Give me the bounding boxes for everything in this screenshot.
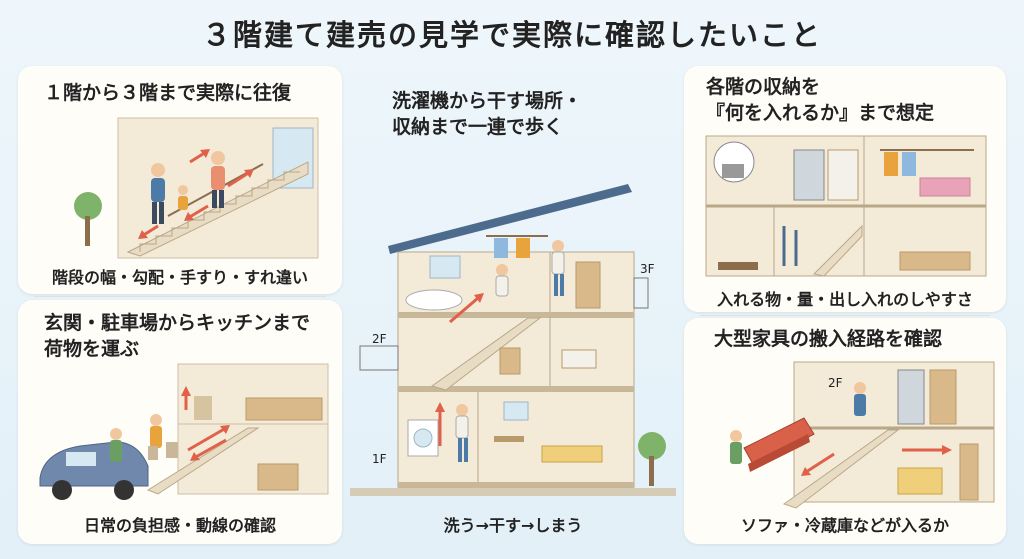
furniture-illustration (730, 361, 995, 509)
stairs-heading: １階から３階まで実際に往復 (44, 82, 292, 104)
carry-heading-line2: 荷物を運ぶ (44, 338, 140, 360)
panel-stairs-round-trip: １階から３階まで実際に往復 階段の幅・勾配・手すり・すれ違い (18, 66, 342, 294)
panel-carry-luggage: 玄関・駐車場からキッチンまで 荷物を運ぶ 日常の負担感・動線の確認 (18, 296, 342, 544)
laundry-heading-line1: 洗濯機から干す場所・ (392, 90, 583, 112)
left-divider (34, 296, 326, 297)
storage-heading-line1: 各階の収納を (706, 76, 821, 98)
storage-heading-line2: 『何を入れるか』まで想定 (706, 102, 935, 124)
floor-label-3f: 3F (640, 262, 655, 276)
carry-caption: 日常の負担感・動線の確認 (83, 516, 276, 535)
house-cross-section (350, 184, 676, 496)
floor-label-1f: 1F (372, 452, 387, 466)
furniture-heading: 大型家具の搬入経路を確認 (714, 328, 943, 350)
storage-caption: 入れる物・量・出し入れのしやすさ (717, 290, 973, 309)
floor-label-2f: 2F (372, 332, 387, 346)
laundry-heading-line2: 収納まで一連で歩く (392, 116, 564, 138)
stairs-illustration (74, 117, 319, 259)
panel-furniture-delivery: 大型家具の搬入経路を確認 2F ソファ・冷蔵庫などが入るか (684, 315, 1006, 544)
laundry-caption: 洗う→干す→しまう (443, 516, 583, 535)
stairs-caption: 階段の幅・勾配・手すり・すれ違い (51, 268, 308, 287)
panel-laundry-flow: 洗濯機から干す場所・ 収納まで一連で歩く (350, 66, 676, 544)
furniture-caption: ソファ・冷蔵庫などが入るか (740, 516, 949, 535)
carry-illustration (39, 363, 329, 500)
furniture-floor-label-2f: 2F (828, 376, 843, 390)
carry-heading-line1: 玄関・駐車場からキッチンまで (44, 312, 311, 334)
right-divider (700, 315, 990, 316)
panel-storage-planning: 各階の収納を 『何を入れるか』まで想定 入れる物・量・出し入れのしやすさ (684, 66, 1006, 312)
page-title: ３階建て建売の見学で実際に確認したいこと (201, 18, 822, 52)
storage-illustration (705, 135, 987, 277)
people-on-stairs (151, 151, 225, 224)
